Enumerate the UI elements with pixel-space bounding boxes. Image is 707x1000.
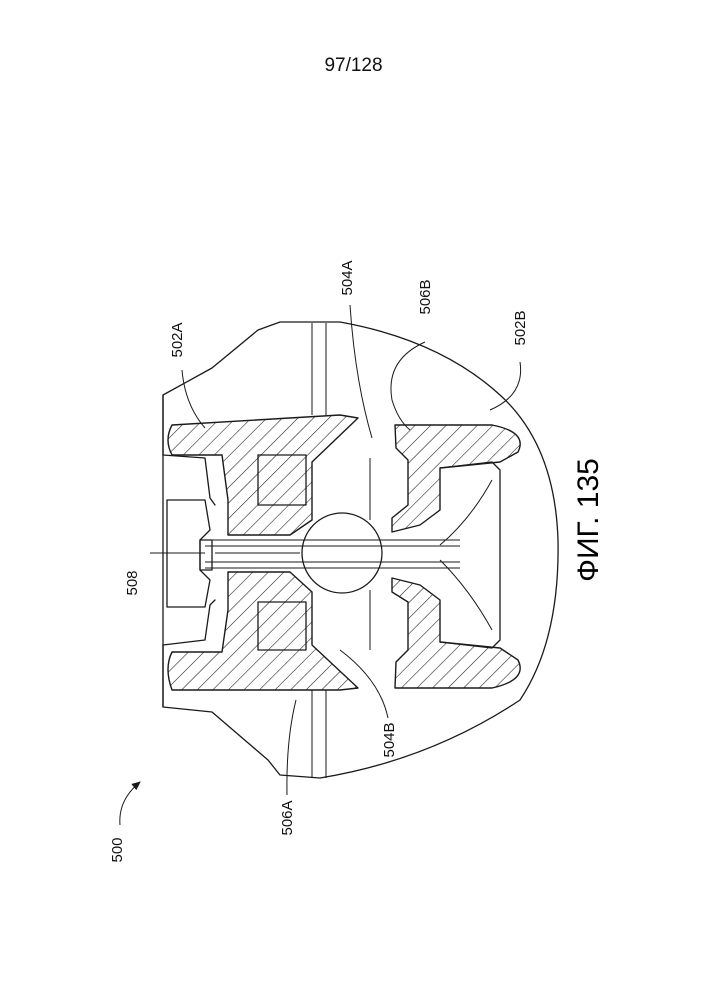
label-502A: 502A (169, 322, 186, 357)
flow-curve (440, 560, 492, 630)
label-500: 500 (109, 837, 126, 862)
label-506A: 506A (279, 800, 296, 835)
label-502B: 502B (512, 310, 529, 345)
leader-502B (490, 362, 521, 410)
figure-caption: ФИГ. 135 (572, 458, 605, 582)
part-lower-left-hatched (168, 572, 358, 690)
part-502A-hatched (168, 415, 358, 535)
label-504B: 504B (381, 722, 398, 757)
part-508-stem (200, 540, 212, 570)
leader-506B (391, 342, 425, 430)
label-506B: 506B (417, 279, 434, 314)
arrow-500 (120, 782, 140, 825)
part-lower-right-hatched (392, 578, 520, 688)
flow-curve (440, 480, 492, 545)
right-chamber-outline (440, 462, 500, 648)
part-502B-hatched (392, 425, 520, 532)
central-ball (302, 513, 382, 593)
leader-506A (287, 700, 296, 795)
label-504A: 504A (339, 260, 356, 295)
label-508: 508 (124, 570, 141, 595)
